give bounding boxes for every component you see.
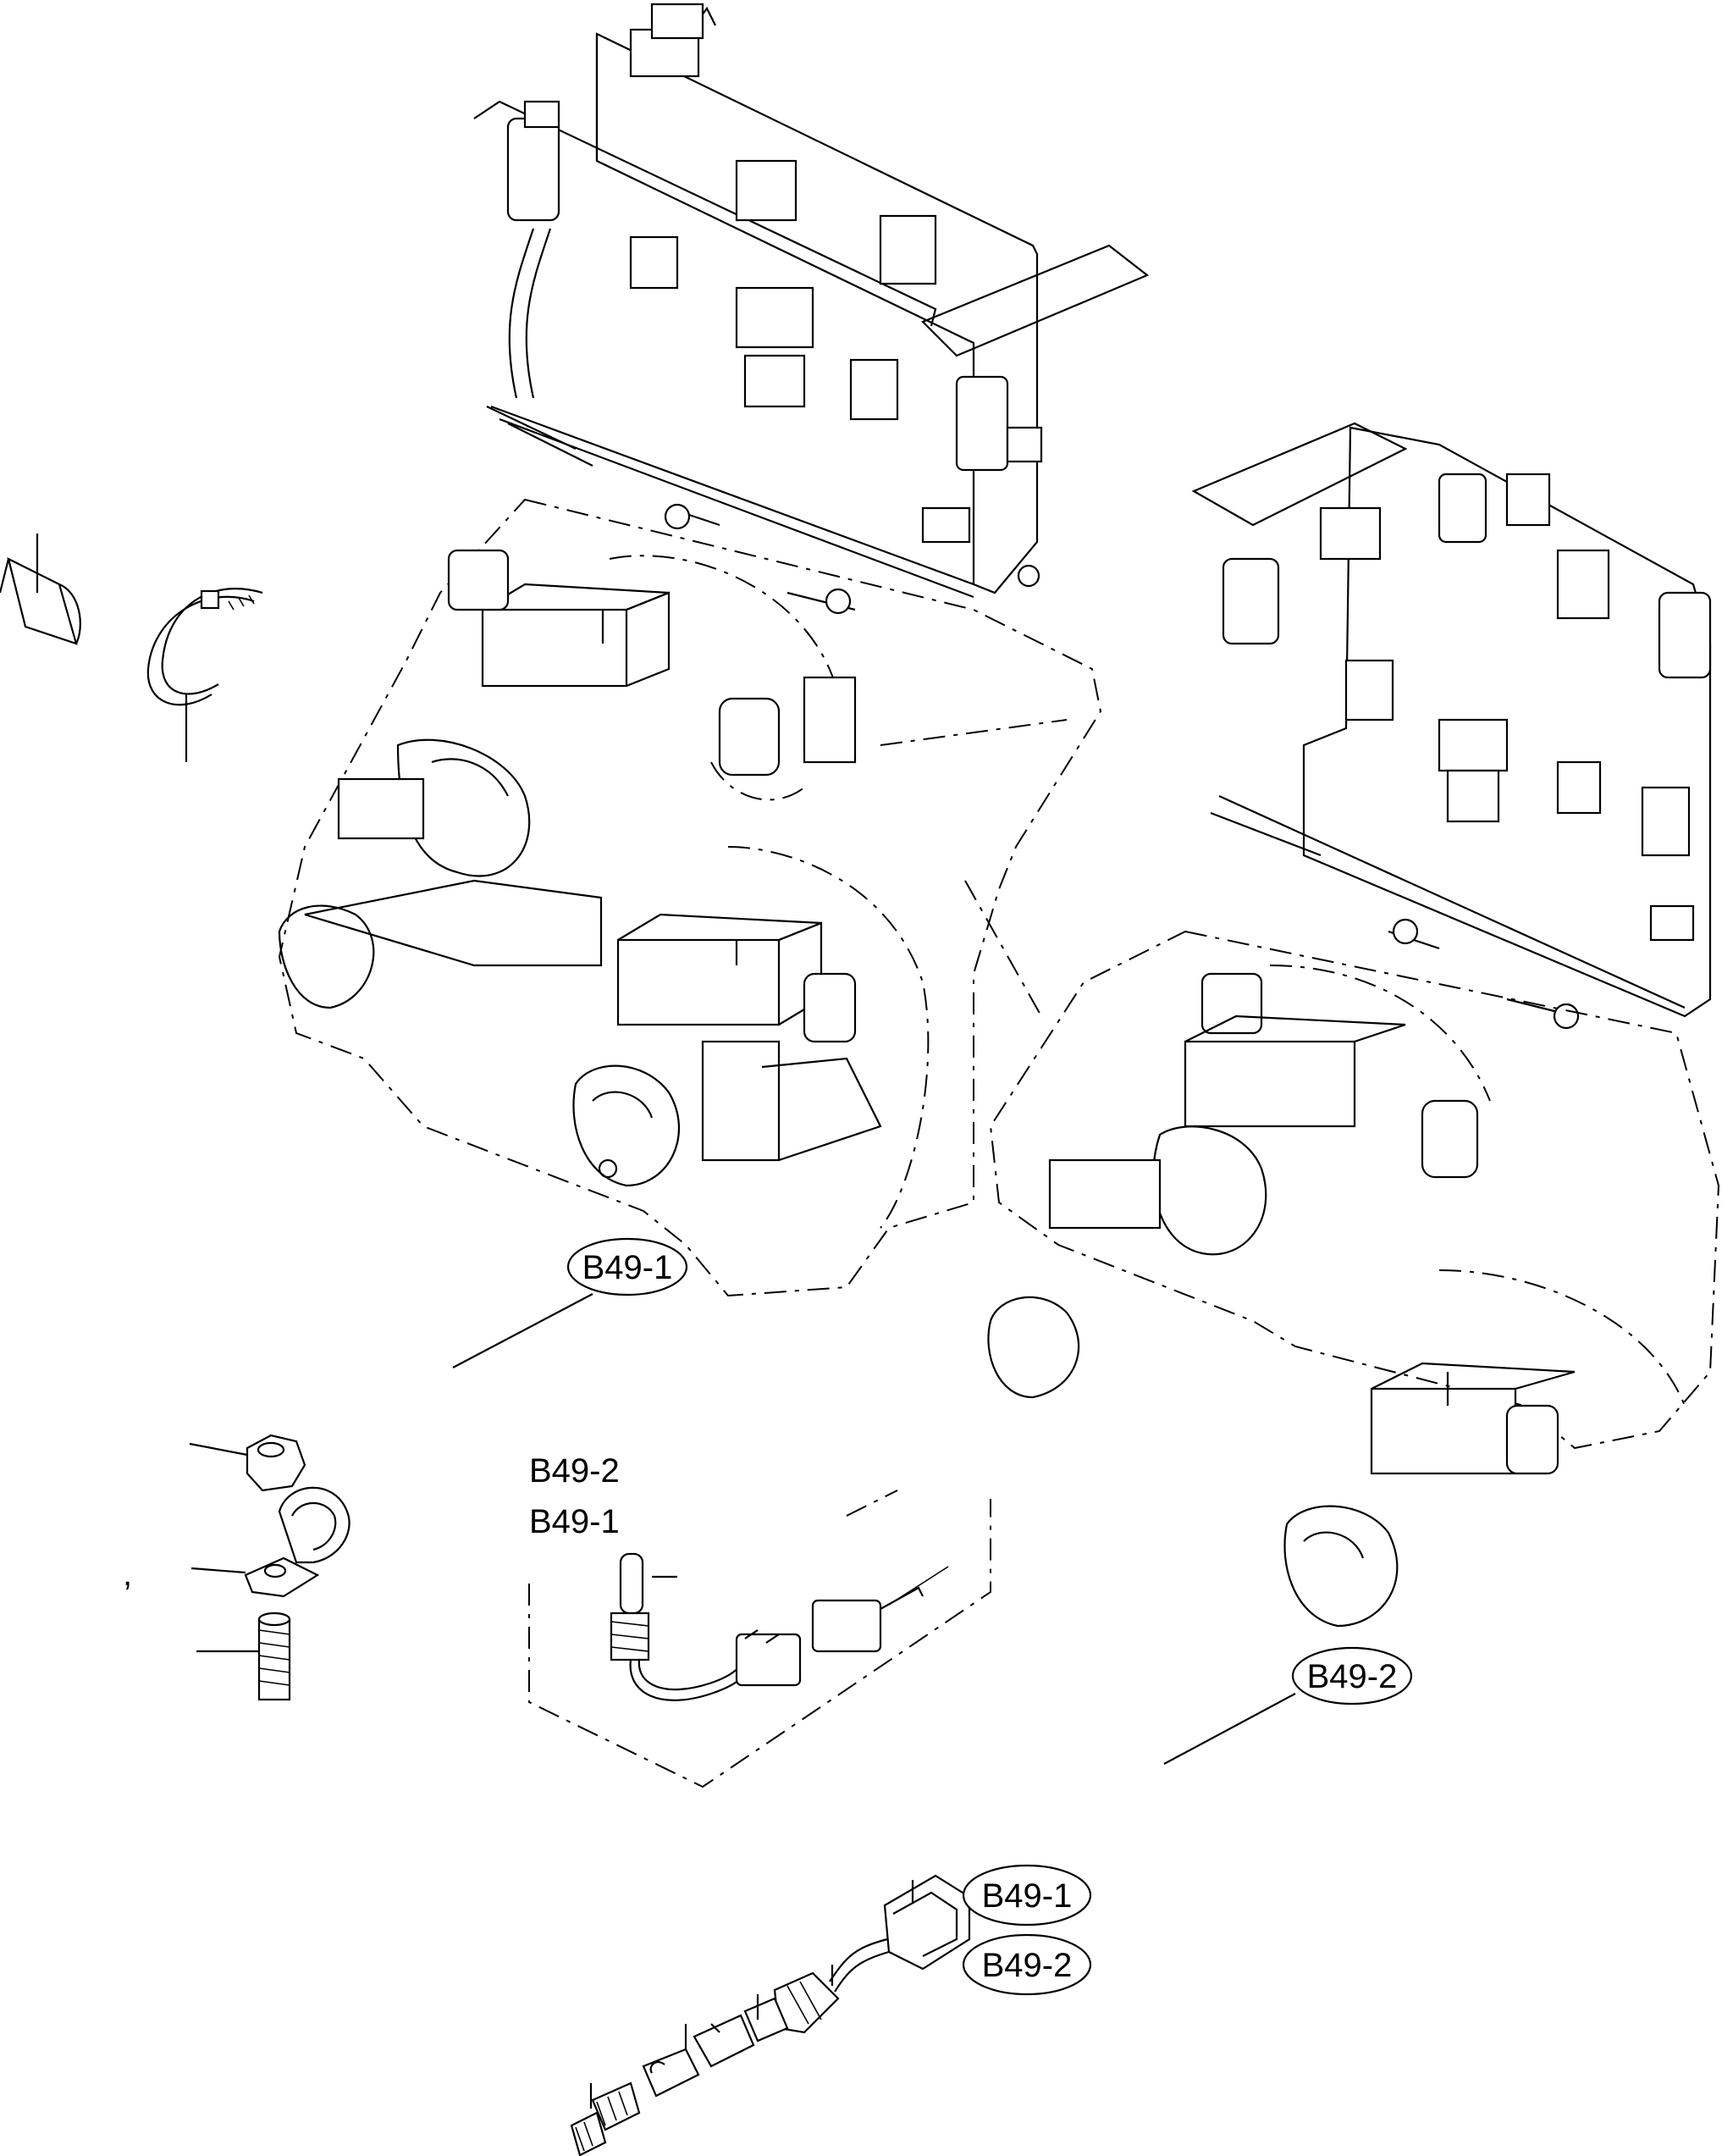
transmission-assembly-left — [278, 3, 1150, 1297]
callout-b49-1-connector-label: B49-1 — [982, 1877, 1073, 1915]
stray-mark: , — [123, 1556, 132, 1593]
callout-b49-2-main: B49-2 — [1163, 1646, 1413, 1765]
callout-b49-2-connector-label: B49-2 — [982, 1947, 1073, 1984]
callout-b49-2-connector: B49-2 — [962, 1933, 1092, 1996]
callout-b49-2-main-label: B49-2 — [1307, 1658, 1398, 1695]
tube-icon — [0, 533, 81, 645]
callout-b49-1-main: B49-1 — [452, 1237, 688, 1368]
transmission-assembly-right — [987, 422, 1720, 1628]
cable-tie-icon — [146, 588, 263, 762]
bolt-icon — [196, 1611, 291, 1701]
nut-icon — [189, 1434, 306, 1492]
callout-b49-1-main-label: B49-1 — [582, 1249, 673, 1286]
sensor-detail: B49-2 B49-1 — [528, 1452, 991, 1788]
sensor-ref-line1: B49-2 — [529, 1452, 620, 1490]
clamp-icon — [190, 1486, 350, 1598]
callout-b49-1-connector: B49-1 — [962, 1864, 1092, 1927]
sensor-ref-line2: B49-1 — [529, 1503, 620, 1540]
temperature-sensor-icon — [610, 1552, 754, 1701]
connector-assembly-icon — [570, 1874, 971, 2156]
